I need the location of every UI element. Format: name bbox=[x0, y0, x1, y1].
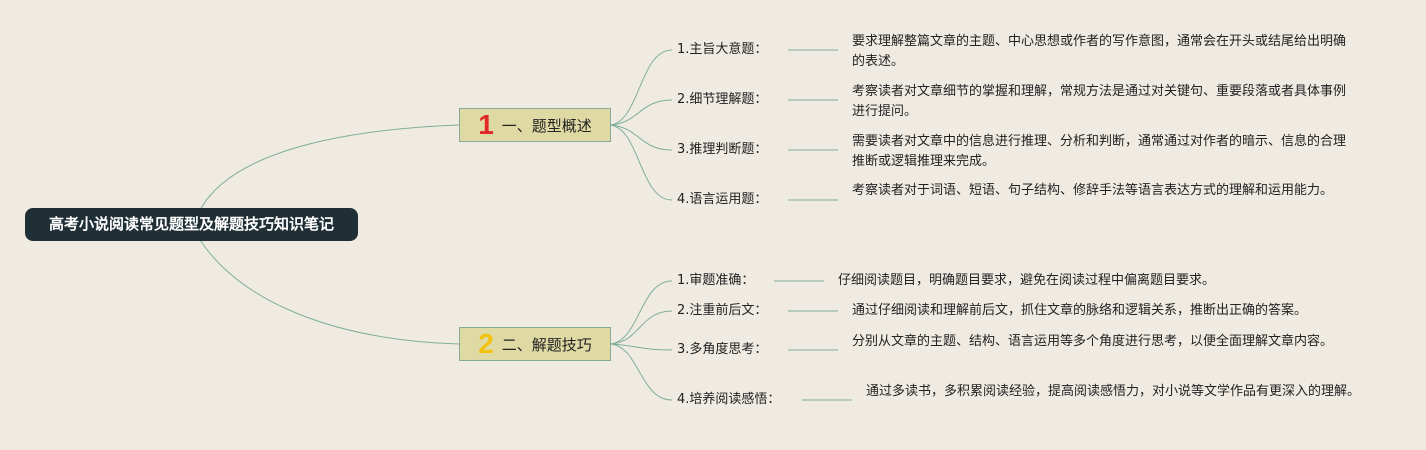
branch-1-item-2-line bbox=[610, 99, 673, 126]
subtopic-2-1[interactable]: 1.审题准确： bbox=[677, 273, 755, 288]
branch-number-2: 2 bbox=[478, 328, 494, 359]
subtopic-1-3[interactable]: 3.推理判断题： bbox=[677, 142, 768, 157]
root-to-branch-1-line bbox=[199, 124, 460, 211]
subtopic-1-2[interactable]: 2.细节理解题： bbox=[677, 92, 768, 107]
subtopic-1-3-desc[interactable]: 需要读者对文章中的信息进行推理、分析和判断，通常通过对作者的暗示、信息的合理推断… bbox=[852, 134, 1347, 169]
subtopic-1-4-desc[interactable]: 考察读者对于词语、短语、句子结构、修辞手法等语言表达方式的理解和运用能力。 bbox=[852, 183, 1334, 198]
subtopic-2-2-desc[interactable]: 通过仔细阅读和理解前后文，抓住文章的脉络和逻辑关系，推断出正确的答案。 bbox=[852, 303, 1308, 318]
subtopic-2-3[interactable]: 3.多角度思考： bbox=[677, 342, 768, 357]
branch-label-2: 二、解题技巧 bbox=[501, 335, 592, 354]
subtopic-1-1-desc[interactable]: 要求理解整篇文章的主题、中心思想或作者的写作意图，通常会在开头或结尾给出明确的表… bbox=[852, 34, 1347, 69]
subtopic-2-4-desc[interactable]: 通过多读书，多积累阅读经验，提高阅读感悟力，对小说等文学作品有更深入的理解。 bbox=[866, 384, 1361, 399]
subtopic-1-4[interactable]: 4.语言运用题： bbox=[677, 192, 768, 207]
subtopic-2-1-desc[interactable]: 仔细阅读题目，明确题目要求，避免在阅读过程中偏离题目要求。 bbox=[838, 273, 1216, 288]
branch-1-item-1-line bbox=[610, 49, 673, 126]
subtopic-1-1[interactable]: 1.主旨大意题： bbox=[677, 42, 768, 57]
branch-2-item-4-line bbox=[610, 343, 673, 401]
root-topic[interactable]: 高考小说阅读常见题型及解题技巧知识笔记 bbox=[25, 208, 358, 241]
branch-2-item-3-line bbox=[610, 343, 673, 351]
branch-1-item-3-line bbox=[610, 124, 673, 151]
subtopic-2-2[interactable]: 2.注重前后文： bbox=[677, 303, 768, 318]
subtopic-2-4[interactable]: 4.培养阅读感悟： bbox=[677, 392, 781, 407]
subtopic-1-2-desc[interactable]: 考察读者对文章细节的掌握和理解，常规方法是通过对关键句、重要段落或者具体事例进行… bbox=[852, 84, 1347, 119]
branch-1-item-4-line bbox=[610, 124, 673, 201]
branch-number-1: 1 bbox=[478, 109, 494, 140]
branch-2-item-1-line bbox=[610, 280, 673, 345]
branch-topic-1[interactable]: 1 一、题型概述 bbox=[459, 108, 611, 142]
branch-topic-2[interactable]: 2 二、解题技巧 bbox=[459, 327, 611, 361]
root-to-branch-2-line bbox=[199, 239, 460, 345]
branch-label-1: 一、题型概述 bbox=[501, 116, 592, 135]
branch-2-item-2-line bbox=[610, 310, 673, 345]
subtopic-2-3-desc[interactable]: 分别从文章的主题、结构、语言运用等多个角度进行思考，以便全面理解文章内容。 bbox=[852, 334, 1334, 349]
